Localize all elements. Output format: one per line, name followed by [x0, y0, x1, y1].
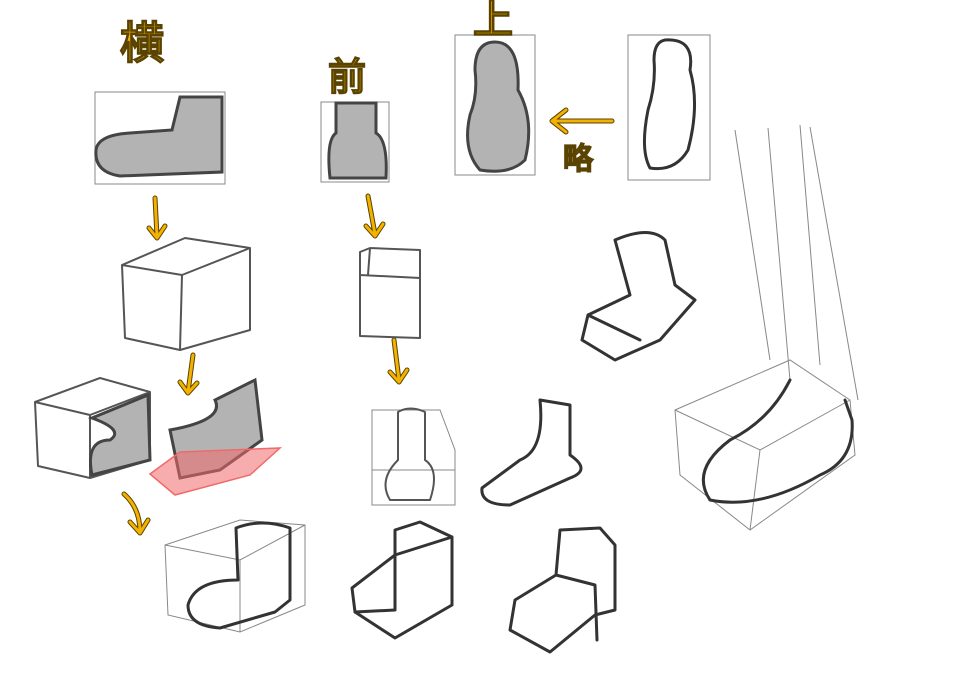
box-sketches	[34, 237, 456, 506]
label-omit: 略	[562, 142, 593, 177]
front-view-boot	[320, 101, 390, 183]
label-front: 前	[327, 55, 367, 99]
side-view-boot	[94, 91, 226, 185]
arrows	[121, 107, 615, 536]
top-view-boot	[454, 34, 536, 176]
outline-boot	[627, 34, 711, 181]
boot-3d-sketches	[164, 231, 697, 654]
label-top: 上	[472, 0, 513, 43]
label-side: 横	[119, 18, 164, 69]
leg-boot-sketch	[674, 124, 859, 531]
